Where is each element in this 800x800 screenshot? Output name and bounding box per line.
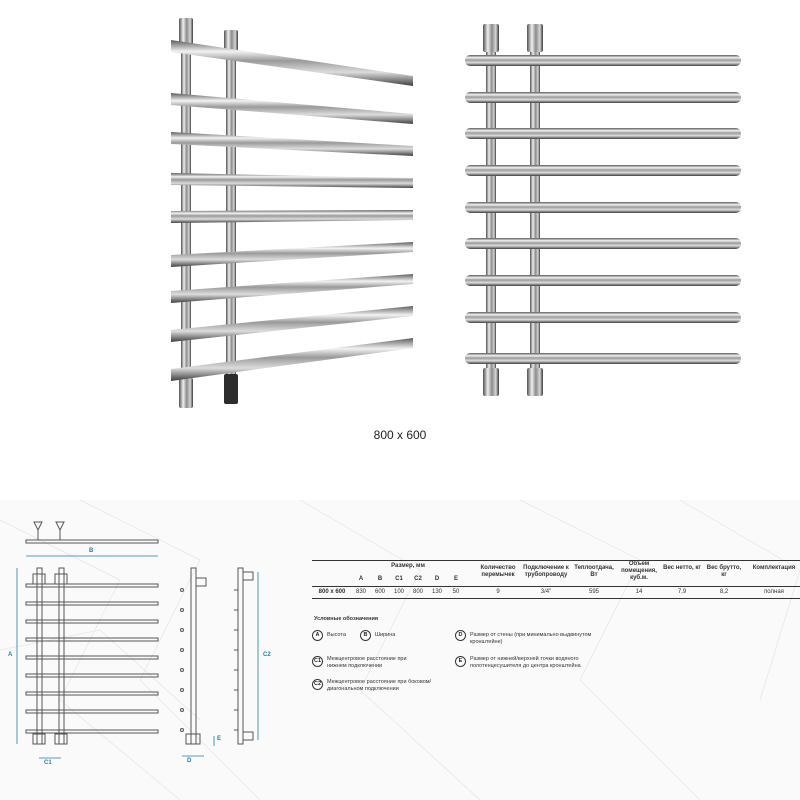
row-a: 830 — [355, 589, 366, 595]
row-heat: 595 — [588, 589, 599, 595]
dim-label-a: A — [8, 652, 13, 658]
radiator-angled-view — [171, 18, 413, 408]
legend-text-d: Размер от стены (при минимально выдвинут… — [470, 632, 592, 645]
table-row: 800 x 600 830 600 100 800 130 50 9 3/4" … — [312, 586, 800, 599]
side-view-drawings — [180, 567, 254, 745]
col-c2: C2 — [414, 576, 422, 582]
row-net: 7,9 — [677, 589, 687, 595]
header-kit: Комплектация — [752, 565, 796, 571]
table-header: Размер, мм A B C1 C2 D E Количество пере… — [312, 560, 800, 586]
dim-label-c2: C2 — [263, 652, 271, 658]
header-volume: Объем помещения, куб.м. — [621, 561, 657, 581]
legend-text-a: Высота — [327, 632, 346, 638]
row-gross: 8,2 — [719, 589, 729, 595]
legend-title: Условные обозначения — [314, 616, 379, 622]
header-gross: Вес брутто, кг — [706, 565, 742, 578]
dim-label-d: D — [187, 758, 192, 764]
technical-section: B A C1 D E C2 — [0, 500, 800, 800]
row-count: 9 — [496, 589, 500, 595]
legend-badge-e: E — [455, 656, 466, 667]
col-d: D — [434, 576, 440, 582]
legend-text-e: Размер от нижней/верхней точки водяного … — [470, 656, 581, 669]
header-connection: Подключение к трубопроводу — [523, 565, 569, 578]
dim-label-e: E — [217, 736, 222, 742]
row-e: 50 — [452, 589, 460, 595]
row-b: 600 — [374, 589, 385, 595]
row-connection: 3/4" — [540, 589, 552, 595]
radiator-illustrations — [171, 18, 741, 408]
header-net: Вес нетто, кг — [663, 565, 701, 571]
legend-text-c2: Межцентровое расстояние при боковом/диаг… — [327, 679, 432, 692]
size-group-header: Размер, мм — [391, 563, 425, 569]
col-e: E — [453, 576, 458, 582]
dimension-lines — [16, 555, 259, 759]
radiator-front-view — [465, 24, 741, 396]
col-a: A — [358, 576, 364, 582]
row-d: 130 — [431, 589, 442, 595]
dimension-drawings — [16, 521, 259, 759]
product-photos: 800 x 600 — [171, 18, 741, 442]
legend-text-c1: Межцентровое расстояние при нижнем подкл… — [327, 656, 407, 669]
legend-badge-c2: C2 — [312, 679, 323, 690]
row-kit: полная — [764, 589, 784, 595]
legend-badge-d: D — [455, 630, 466, 641]
front-view-drawing — [25, 521, 159, 745]
dim-label-c1: C1 — [44, 760, 52, 766]
header-count: Количество перемычек — [480, 565, 516, 578]
legend-badge-b: B — [360, 630, 371, 641]
legend-badge-a: A — [312, 630, 323, 641]
row-c1: 100 — [393, 589, 404, 595]
row-c2: 800 — [412, 589, 423, 595]
size-caption: 800 x 600 — [373, 428, 427, 442]
row-model: 800 x 600 — [318, 589, 346, 595]
col-b: B — [377, 576, 383, 582]
row-volume: 14 — [635, 589, 643, 595]
dim-label-b: B — [89, 548, 94, 554]
header-heat: Теплоотдача, Вт — [574, 565, 614, 578]
col-c1: C1 — [395, 576, 403, 582]
legend-text-b: Ширина — [375, 632, 396, 638]
legend-badge-c1: C1 — [312, 656, 323, 667]
